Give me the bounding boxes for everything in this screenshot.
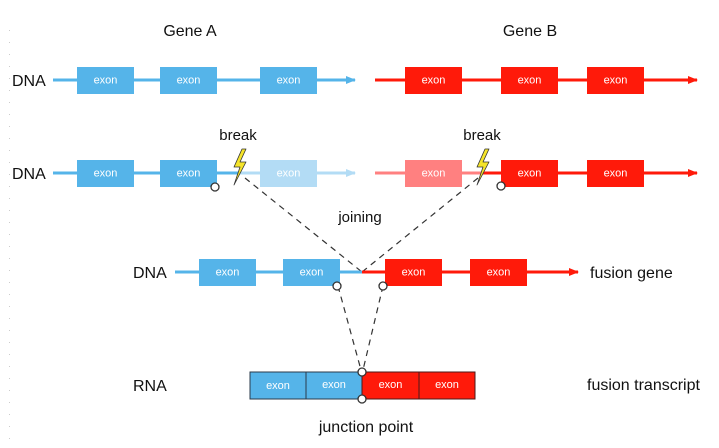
svg-text:exon: exon xyxy=(604,168,628,180)
gene-b-exon: exon xyxy=(405,67,462,94)
gene-b-exon: exon xyxy=(501,160,558,187)
row-broken-dna: DNA break break exon exon exon exon exon… xyxy=(12,127,698,192)
junction-marker-bottom xyxy=(357,394,367,404)
row2-dna-label: DNA xyxy=(12,166,46,183)
svg-text:exon: exon xyxy=(422,75,446,87)
row-intact-dna: DNA exon exon exon exon exon exon xyxy=(12,67,698,94)
transcript-exon-gene-b: exon xyxy=(418,371,476,400)
fusion-exon-gene-b: exon xyxy=(470,259,527,286)
transcript-exon-gene-a: exon xyxy=(249,371,307,400)
gene-b-header: Gene B xyxy=(503,23,557,40)
row3-dna-label: DNA xyxy=(133,265,167,282)
joining-line-left xyxy=(244,177,363,273)
break-label-right: break xyxy=(463,127,501,144)
svg-text:exon: exon xyxy=(94,168,118,180)
gene-a-exon: exon xyxy=(160,67,217,94)
breakpoint-marker xyxy=(210,182,220,192)
gene-a-exon: exon xyxy=(77,67,134,94)
svg-text:exon: exon xyxy=(216,267,240,279)
svg-text:exon: exon xyxy=(379,379,403,391)
gene-b-exon: exon xyxy=(587,160,644,187)
svg-text:exon: exon xyxy=(94,75,118,87)
row1-dna-label: DNA xyxy=(12,73,46,90)
svg-text:exon: exon xyxy=(518,168,542,180)
gene-b-exon: exon xyxy=(501,67,558,94)
junction-line-right xyxy=(362,285,384,371)
svg-text:exon: exon xyxy=(604,75,628,87)
svg-text:exon: exon xyxy=(277,168,301,180)
joining-line-right xyxy=(361,177,479,273)
lightning-bolt-icon xyxy=(233,148,247,186)
break-label-left: break xyxy=(219,127,257,144)
gene-a-exon: exon xyxy=(260,67,317,94)
gene-a-header: Gene A xyxy=(163,23,217,40)
fusion-gene-label: fusion gene xyxy=(590,265,673,282)
transcript-exon-gene-b: exon xyxy=(361,371,420,400)
svg-text:exon: exon xyxy=(277,75,301,87)
svg-text:exon: exon xyxy=(177,168,201,180)
svg-text:exon: exon xyxy=(266,380,290,392)
gene-b-exon-faded: exon xyxy=(405,160,462,187)
svg-text:exon: exon xyxy=(422,168,446,180)
joining-lines xyxy=(244,177,479,273)
gene-a-exon: exon xyxy=(160,160,217,187)
row-fusion-gene: DNA exon exon exon exon fusion gene xyxy=(133,259,673,286)
junction-lines xyxy=(337,285,384,371)
transcript-exon-gene-a: exon xyxy=(305,371,363,400)
svg-text:exon: exon xyxy=(435,379,459,391)
joining-label: joining xyxy=(337,209,381,226)
svg-text:exon: exon xyxy=(177,75,201,87)
fusion-exon-gene-a: exon xyxy=(199,259,256,286)
splice-site-marker xyxy=(332,281,342,291)
gene-b-exon: exon xyxy=(587,67,644,94)
gene-a-exon: exon xyxy=(77,160,134,187)
row4-rna-label: RNA xyxy=(133,378,167,395)
gene-a-exon-faded: exon xyxy=(260,160,317,187)
fusion-exon-gene-a: exon xyxy=(283,259,340,286)
svg-text:exon: exon xyxy=(518,75,542,87)
splice-site-marker xyxy=(378,281,388,291)
svg-text:exon: exon xyxy=(487,267,511,279)
fusion-exon-gene-b: exon xyxy=(385,259,442,286)
junction-line-left xyxy=(337,285,362,371)
junction-point-label: junction point xyxy=(318,419,414,436)
breakpoint-marker xyxy=(496,181,506,191)
row-fusion-transcript: RNA exon exon exon exon fusion transcrip… xyxy=(133,367,700,436)
junction-marker-top xyxy=(357,367,367,377)
svg-text:exon: exon xyxy=(322,379,346,391)
lightning-bolt-icon xyxy=(476,148,490,186)
svg-text:exon: exon xyxy=(402,267,426,279)
fusion-transcript-label: fusion transcript xyxy=(587,377,700,394)
svg-text:exon: exon xyxy=(300,267,324,279)
